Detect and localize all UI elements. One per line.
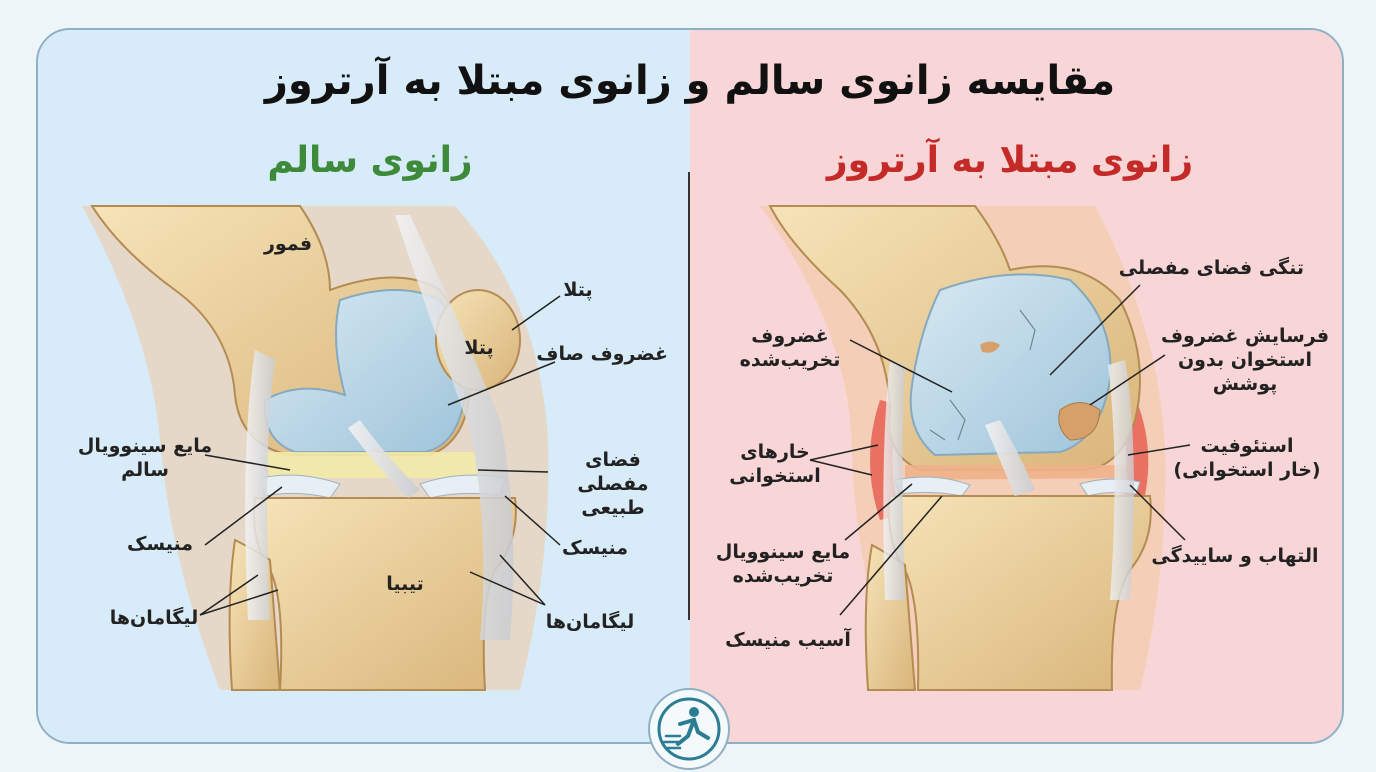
label-damaged-cartilage: غضروف تخریب‌شده: [739, 325, 841, 371]
center-divider: [688, 172, 690, 620]
healthy-heading: زانوی سالم: [267, 140, 473, 181]
healthy-knee-illustration: [82, 205, 549, 691]
runner-logo-icon: [648, 688, 730, 770]
label-bone-spurs: خارهای استخوانی: [729, 441, 821, 487]
label-damaged-synovial: مایع سینوویال تخریب‌شده: [715, 541, 851, 587]
label-ligaments-right: لیگامان‌ها: [545, 611, 635, 633]
label-meniscus-left: منیسک: [126, 533, 194, 555]
label-patella-outer: پتلا: [563, 279, 593, 301]
label-inflammation: التهاب و ساییدگی: [1151, 545, 1319, 567]
label-cartilage-erosion: فرسایش غضروف استخوان بدون پوشش: [1160, 325, 1330, 395]
arthritic-knee-illustration: [760, 205, 1166, 691]
label-osteophyte: استئوفیت (خار استخوانی): [1173, 435, 1321, 481]
healthy-leader-lines: [199, 295, 561, 616]
label-patella-inner: پتلا: [464, 337, 494, 359]
label-joint-space: فضای مفصلی طبیعی: [577, 449, 649, 519]
label-ligaments-left: لیگامان‌ها: [109, 607, 199, 629]
label-synovial-fluid: مایع سینوویال سالم: [77, 435, 213, 481]
arthritic-leader-lines: [809, 284, 1191, 616]
label-tibia: تیبیا: [386, 573, 424, 595]
label-meniscus-right: منیسک: [561, 537, 629, 559]
label-femur: فمور: [263, 233, 313, 255]
arthritic-heading: زانوی مبتلا به آرتروز: [826, 140, 1194, 181]
label-joint-space-narrowing: تنگی فضای مفصلی: [1118, 257, 1304, 279]
label-meniscus-damage: آسیب منیسک: [725, 629, 851, 651]
label-smooth-cartilage: غضروف صاف: [536, 343, 668, 365]
page-title: مقایسه زانوی سالم و زانوی مبتلا به آرترو…: [264, 58, 1116, 104]
